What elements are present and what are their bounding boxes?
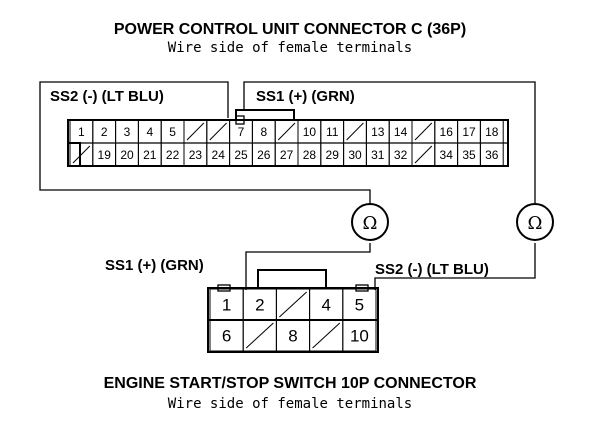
empty-terminal-slash — [414, 122, 433, 141]
terminal-number: 10 — [303, 125, 317, 139]
terminal-number: 28 — [303, 148, 317, 162]
terminal-number: 3 — [124, 125, 131, 139]
terminal-number: 6 — [222, 327, 231, 346]
terminal-number: 36 — [485, 148, 499, 162]
terminal-number: 30 — [348, 148, 362, 162]
terminal-number: 8 — [288, 327, 297, 346]
terminal-number: 4 — [146, 125, 153, 139]
wire-meter1-to-ss1 — [245, 243, 371, 290]
ohmmeter-1: Ω — [351, 203, 389, 241]
empty-terminal-slash — [186, 122, 205, 141]
terminal-number: 11 — [326, 125, 339, 139]
terminal-number: 7 — [238, 125, 245, 139]
terminal-number: 23 — [189, 148, 203, 162]
ohmmeter-2: Ω — [516, 203, 554, 241]
empty-terminal-slash — [279, 291, 307, 318]
wires — [39, 81, 536, 290]
empty-terminal-slash — [346, 122, 364, 141]
label-ss2-top: SS2 (-) (LT BLU) — [50, 88, 164, 105]
terminal-number: 2 — [101, 125, 108, 139]
empty-terminal-slash — [312, 322, 341, 349]
terminal-number: 22 — [166, 148, 180, 162]
label-ss1-bottom: SS1 (+) (GRN) — [105, 257, 204, 274]
ohm-icon: Ω — [363, 213, 378, 234]
terminal-number: 4 — [321, 296, 330, 315]
terminal-number: 35 — [462, 148, 476, 162]
label-ss1-top: SS1 (+) (GRN) — [256, 88, 355, 105]
empty-terminal-slash — [245, 322, 274, 349]
wire-meter2-to-ss2 — [374, 243, 536, 290]
bottom-connector: 1 2 4 5 6 8 10 — [207, 269, 379, 353]
terminal-number: 27 — [280, 148, 294, 162]
terminal-number: 17 — [462, 125, 476, 139]
wire-ss2-top — [39, 81, 371, 205]
ohm-icon: Ω — [528, 213, 543, 234]
terminal-number: 19 — [98, 148, 112, 162]
empty-terminal-slash — [414, 145, 433, 164]
terminal-number: 5 — [169, 125, 176, 139]
terminal-number: 34 — [440, 148, 454, 162]
terminal-number: 32 — [394, 148, 408, 162]
terminal-number: 20 — [120, 148, 134, 162]
terminal-number: 24 — [212, 148, 226, 162]
terminal-cell — [479, 142, 504, 167]
terminal-number: 1 — [78, 125, 85, 139]
bottom-connector-title: ENGINE START/STOP SWITCH 10P CONNECTOR — [104, 375, 477, 392]
terminal-number: 10 — [350, 327, 369, 346]
terminal-number: 1 — [222, 296, 231, 315]
terminal-cell — [342, 319, 377, 352]
terminal-number: 5 — [355, 296, 364, 315]
terminal-number: 14 — [394, 125, 408, 139]
terminal-number: 8 — [260, 125, 267, 139]
empty-terminal-slash — [277, 122, 296, 141]
bottom-connector-subtitle: Wire side of female terminals — [168, 396, 412, 412]
terminal-number: 25 — [234, 148, 248, 162]
terminal-number: 21 — [143, 148, 157, 162]
terminal-number: 18 — [485, 125, 499, 139]
terminal-number: 16 — [440, 125, 454, 139]
label-ss2-bottom: SS2 (-) (LT BLU) — [375, 261, 489, 278]
top-connector-subtitle: Wire side of female terminals — [168, 40, 412, 56]
terminal-number: 13 — [371, 125, 385, 139]
terminal-number: 26 — [257, 148, 271, 162]
terminal-number: 2 — [255, 296, 264, 315]
terminal-number: 31 — [371, 148, 385, 162]
empty-terminal-slash — [209, 122, 227, 141]
empty-terminal-slash — [72, 145, 91, 164]
wire-ss1-top — [243, 81, 536, 203]
top-connector-title: POWER CONTROL UNIT CONNECTOR C (36P) — [114, 21, 466, 38]
terminal-number: 29 — [326, 148, 340, 162]
